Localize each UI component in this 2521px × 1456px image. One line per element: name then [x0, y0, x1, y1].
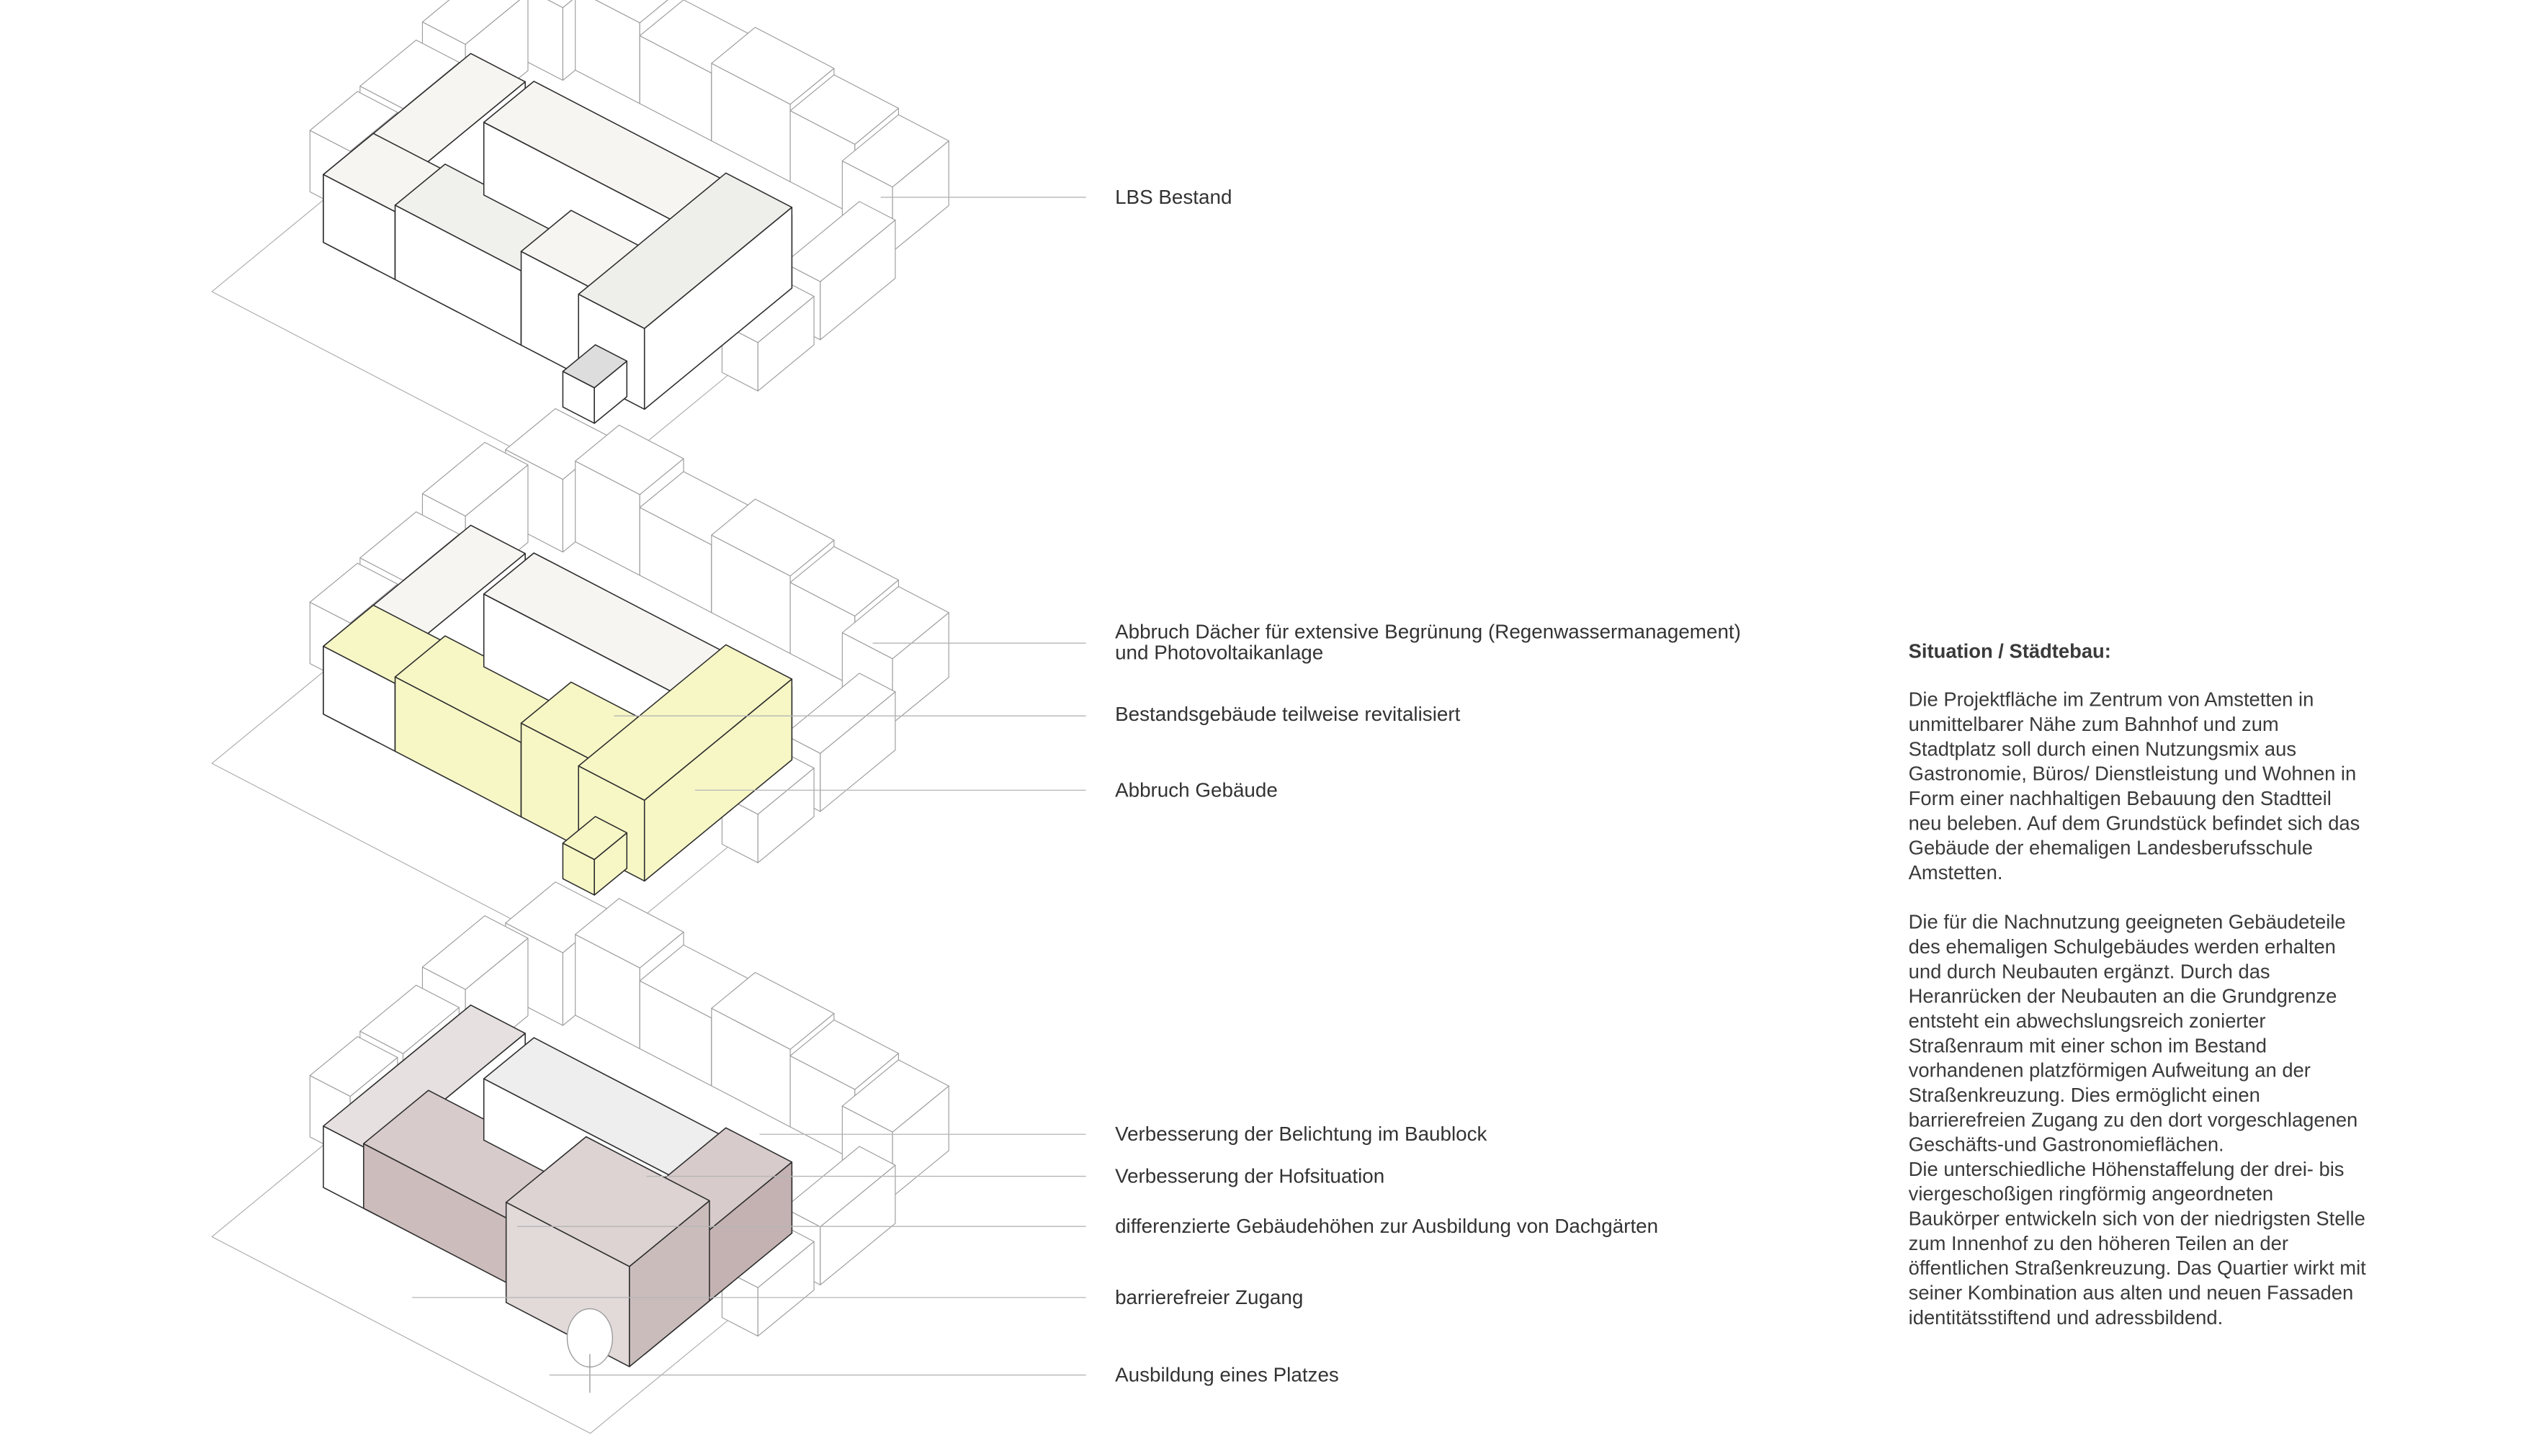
roof: [421, 0, 521, 45]
description-line: Straßenkreuzung. Dies ermöglicht einen: [1909, 1084, 2260, 1106]
roof: [309, 562, 398, 624]
roof: [575, 424, 684, 495]
roof: [421, 915, 529, 990]
roof: [578, 644, 793, 801]
roof: [711, 498, 835, 577]
roof: [309, 91, 398, 152]
roof: [359, 984, 460, 1054]
roof: [323, 1004, 526, 1155]
label-abbruch-daecher: Abbruch Dächer für extensive Begrünung (…: [1115, 620, 1741, 642]
description-line: Amstetten.: [1909, 861, 2003, 884]
label-platz: Ausbildung eines Platzes: [1115, 1364, 1339, 1386]
context-building: [721, 1222, 815, 1337]
roof: [594, 0, 668, 24]
description-line: viergeschoßigen ringförmig angeordneten: [1909, 1182, 2273, 1205]
axonometric-neubau: [211, 881, 949, 1434]
description-heading: Situation / Städtebau:: [1909, 639, 2111, 662]
label-lbs-bestand: LBS Bestand: [1115, 186, 1232, 208]
description-line: zum Innenhof zu den höheren Teilen an de…: [1909, 1232, 2288, 1254]
roof: [562, 816, 628, 860]
description-line: Die für die Nachnutzung geeigneten Gebäu…: [1909, 911, 2346, 933]
description-line: Gebäude der ehemaligen Landesberufsschul…: [1909, 837, 2313, 859]
description-line: Die unterschiedliche Höhenstaffelung der…: [1909, 1158, 2345, 1180]
description-line: Baukörper entwickeln sich von der niedri…: [1909, 1208, 2365, 1230]
axonometric-abbruch: [211, 408, 949, 961]
building-mass: [578, 644, 793, 882]
description-text: Situation / Städtebau: Die Projektfläche…: [1909, 639, 2367, 1328]
description-line: Geschäfts-und Gastronomieflächen.: [1909, 1133, 2224, 1156]
description-line: öffentlichen Straßenkreuzung. Das Quarti…: [1909, 1257, 2367, 1279]
label-gebaeudehoehen: differenzierte Gebäudehöhen zur Ausbildu…: [1115, 1215, 1658, 1237]
roof: [784, 201, 896, 282]
diagram-labels: LBS Bestand Abbruch Dächer für extensive…: [1115, 186, 1741, 1386]
description-line: Heranrücken der Neubauten an die Grundgr…: [1909, 985, 2337, 1007]
roof: [789, 1019, 899, 1090]
roof: [711, 27, 835, 105]
roof: [789, 74, 899, 145]
context-building: [711, 498, 835, 655]
description-line: unmittelbarer Nähe zum Bahnhof und zum: [1909, 713, 2279, 735]
description-line: barrierefreien Zugang zu den dort vorges…: [1909, 1108, 2358, 1131]
roof: [784, 673, 896, 754]
label-hofsituation: Verbesserung der Hofsituation: [1115, 1165, 1384, 1187]
description-line: des ehemaligen Schulgebäudes werden erha…: [1909, 935, 2336, 958]
roof: [547, 0, 573, 9]
roof: [711, 971, 835, 1050]
description-line: Straßenraum mit einer schon im Bestand: [1909, 1034, 2267, 1056]
description-line: vorhandenen platzförmigen Aufweitung an …: [1909, 1059, 2311, 1082]
label-bestandsgebaeude: Bestandsgebäude teilweise revitalisiert: [1115, 703, 1461, 725]
axonometric-drawings: [211, 0, 949, 1434]
building-mass: [562, 816, 628, 896]
label-abbruch-daecher-cont: und Photovoltaikanlage: [1115, 642, 1323, 664]
description-line: seiner Kombination aus alten und neuen F…: [1909, 1282, 2354, 1304]
axonometric-bestand: [211, 0, 949, 489]
context-building: [721, 749, 815, 863]
roof: [421, 441, 529, 517]
description-line: entsteht ein abwechslungsreich zonierter: [1909, 1010, 2266, 1032]
description-line: Stadtplatz soll durch einen Nutzungsmix …: [1909, 737, 2296, 760]
description-line: und durch Neubauten ergänzt. Durch das: [1909, 960, 2270, 982]
label-belichtung: Verbesserung der Belichtung im Baublock: [1115, 1123, 1487, 1145]
roof: [578, 172, 793, 329]
roof: [505, 1136, 710, 1267]
roof: [562, 344, 628, 389]
leader-lines: [412, 197, 1086, 1376]
label-abbruch-gebaeude: Abbruch Gebäude: [1115, 778, 1278, 801]
description-line: Gastronomie, Büros/ Dienstleistung und W…: [1909, 763, 2357, 785]
roof: [841, 114, 949, 188]
roof: [789, 546, 899, 617]
roof: [841, 1059, 949, 1133]
description-line: neu beleben. Auf dem Grundstück befindet…: [1909, 812, 2360, 834]
description-line: Form einer nachhaltigen Bebauung den Sta…: [1909, 787, 2332, 809]
description-line: identitätsstiftend und adressbildend.: [1909, 1306, 2224, 1329]
description-line: Die Projektfläche im Zentrum von Amstett…: [1909, 688, 2314, 711]
roof: [309, 1035, 398, 1097]
roof: [575, 898, 684, 969]
roof: [784, 1146, 896, 1228]
roof: [841, 585, 949, 660]
label-barrierefrei: barrierefreier Zugang: [1115, 1286, 1303, 1308]
building-mass: [562, 344, 628, 424]
